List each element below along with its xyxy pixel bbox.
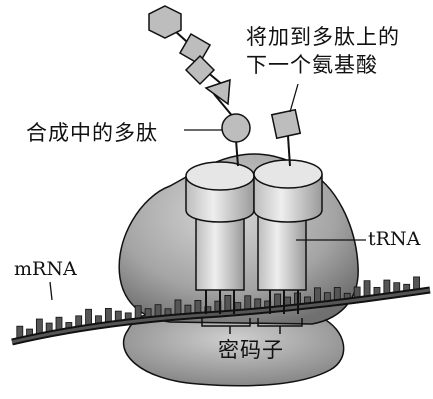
- circle-residue: [222, 114, 250, 142]
- hexagon-residue: [149, 6, 181, 38]
- codon-label: 密码子: [218, 334, 284, 364]
- next-amino-acid-label-line1: 将加到多肽上的: [246, 21, 400, 51]
- diamond-residue: [186, 56, 214, 84]
- growing-polypeptide-label: 合成中的多肽: [26, 117, 158, 147]
- triangle-residue: [206, 80, 230, 104]
- next-amino-acid-label-line2: 下一个氨基酸: [246, 49, 378, 79]
- mrna-label: mRNA: [14, 258, 77, 280]
- trna-label: tRNA: [368, 228, 420, 250]
- polypeptide-chain: [149, 6, 250, 166]
